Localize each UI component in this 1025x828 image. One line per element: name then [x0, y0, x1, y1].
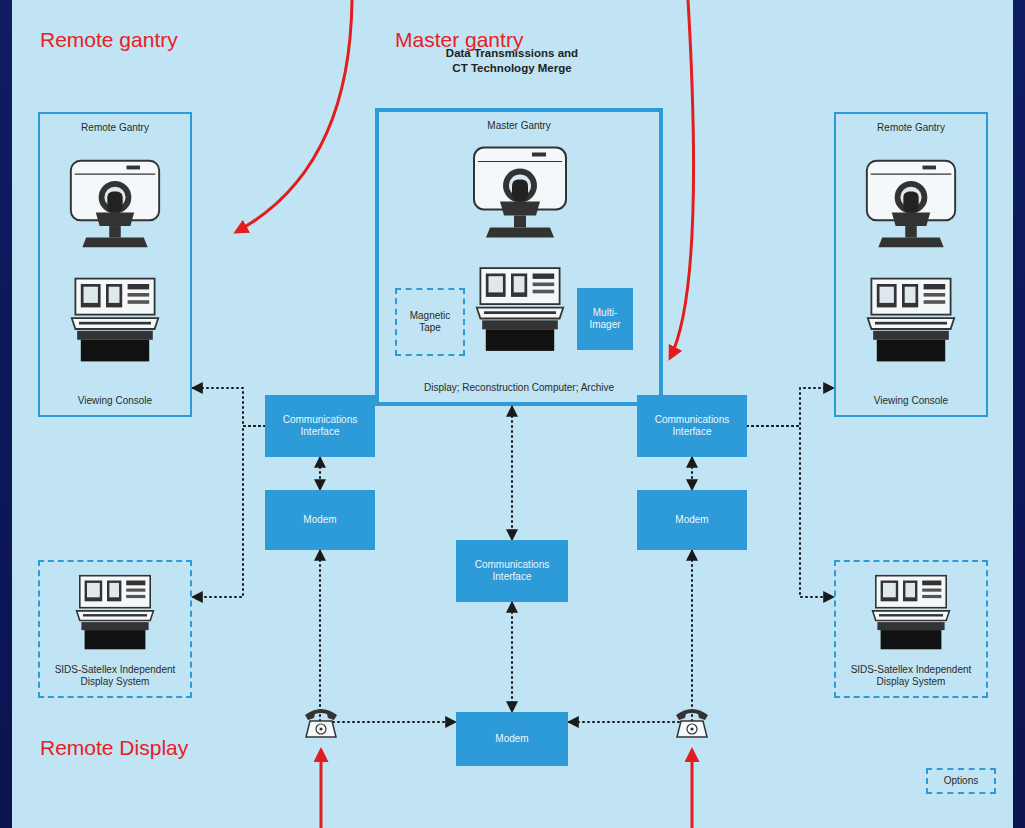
display-box: SIDS-Satellex Independent Display System: [38, 560, 192, 698]
node-text: Modem: [462, 733, 562, 745]
master-gantry-box: Master GantryDisplay; Reconstruction Com…: [375, 108, 663, 406]
node-text: Magnetic Tape: [401, 310, 459, 334]
data-link: [192, 388, 265, 426]
callout-arrow: [236, 0, 352, 232]
modem-box: Modem: [637, 490, 747, 550]
node-text: SIDS-Satellex Independent Display System: [46, 664, 184, 688]
data-link: [511, 406, 513, 540]
interface-box: Communications Interface: [265, 395, 375, 457]
callout-arrow: [320, 750, 323, 828]
node-text: Modem: [643, 514, 741, 526]
telephone-icon: [305, 709, 337, 737]
interface-box: Communications Interface: [456, 540, 568, 602]
gantry-box: Remote GantryViewing Console: [38, 112, 192, 417]
modem-box: Modem: [456, 712, 568, 766]
node-text: Multi-Imager: [583, 307, 627, 331]
data-link: [568, 550, 692, 722]
data-link: [747, 388, 834, 426]
legend-text: Options: [944, 775, 978, 787]
option-box: Magnetic Tape: [395, 288, 465, 356]
telephone-icon: [676, 709, 708, 737]
node-text: Communications Interface: [643, 414, 741, 438]
node-text: SIDS-Satellex Independent Display System: [842, 664, 980, 688]
annotation-label: Master gantry: [395, 28, 523, 52]
data-link: [320, 550, 456, 722]
modem-box: Modem: [265, 490, 375, 550]
annotation-label: Remote gantry: [40, 28, 178, 52]
node-text: Display; Reconstruction Computer; Archiv…: [385, 382, 653, 394]
node-text: Modem: [271, 514, 369, 526]
annotation-label: Remote Display: [40, 736, 188, 760]
interface-box: Communications Interface: [637, 395, 747, 457]
gantry-box: Remote GantryViewing Console: [834, 112, 988, 417]
callout-arrow: [670, 0, 694, 358]
node-text: Master Gantry: [385, 120, 653, 132]
node-text: Communications Interface: [462, 559, 562, 583]
equipment-box: Multi-Imager: [577, 288, 633, 350]
node-text: Communications Interface: [271, 414, 369, 438]
node-text: Remote Gantry: [842, 122, 980, 134]
legend-swatch: Options: [926, 768, 996, 794]
data-link: [691, 457, 693, 490]
node-text: Viewing Console: [842, 395, 980, 407]
display-box: SIDS-Satellex Independent Display System: [834, 560, 988, 698]
data-link: [319, 457, 321, 490]
data-link: [511, 602, 513, 712]
node-text: Viewing Console: [46, 395, 184, 407]
data-link: [747, 426, 834, 597]
callout-arrow: [691, 750, 694, 828]
node-text: Remote Gantry: [46, 122, 184, 134]
data-link: [192, 426, 265, 597]
